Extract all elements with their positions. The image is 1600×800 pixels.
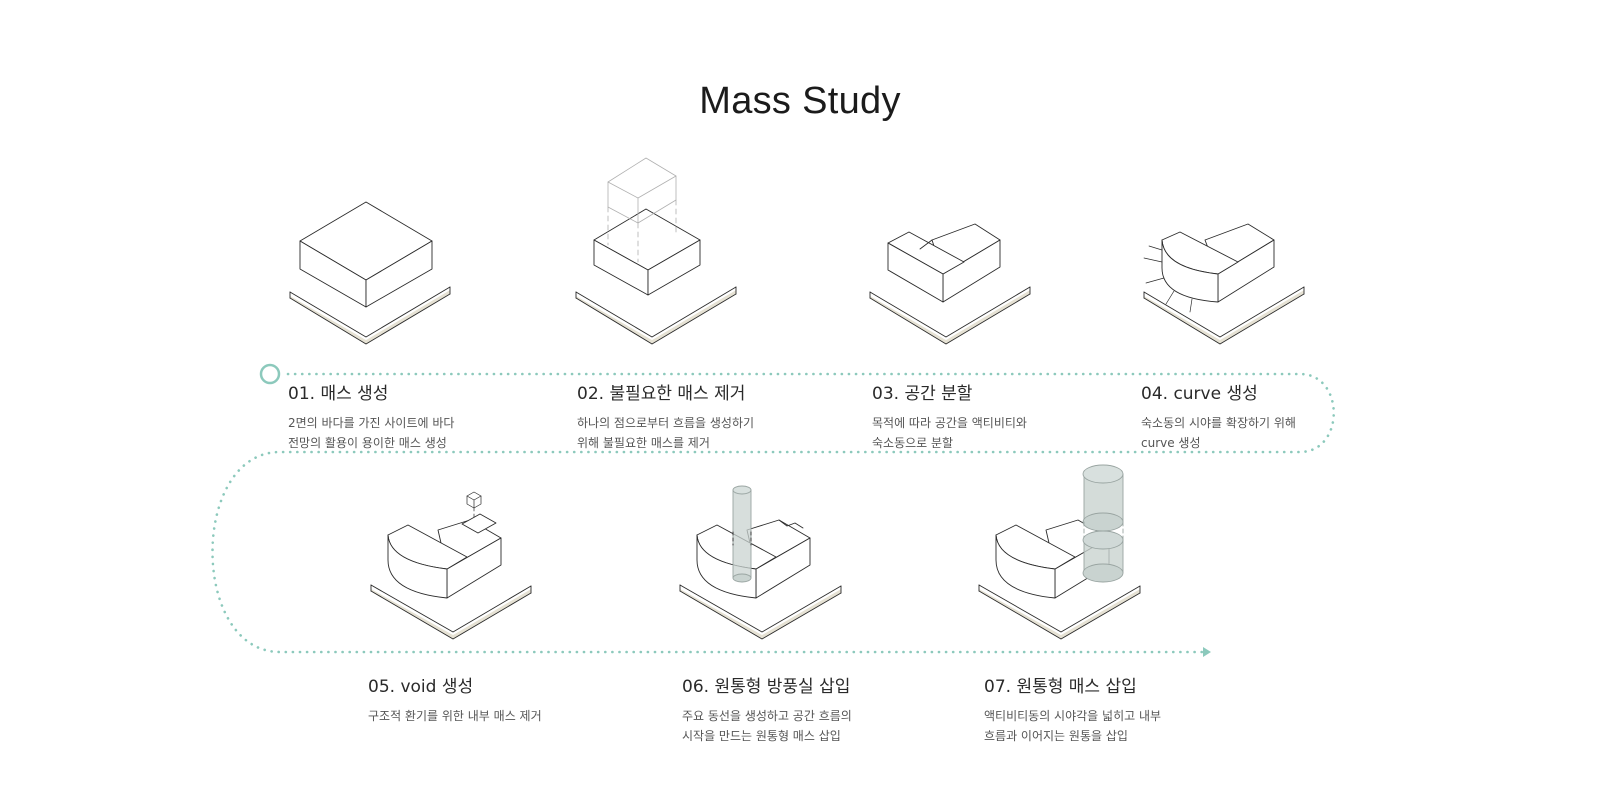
step-title: 01. 매스 생성 xyxy=(288,384,389,404)
extracted-void-cube xyxy=(466,491,482,518)
step-description: 하나의 점으로부터 흐름을 생성하기 위해 불필요한 매스를 제거 xyxy=(577,413,867,453)
step-title: 06. 원통형 방풍실 삽입 xyxy=(682,677,851,697)
ground-plate xyxy=(1143,286,1305,345)
view-rays xyxy=(1143,245,1193,313)
removed-mass-ghost xyxy=(607,157,677,263)
step-description: 액티비티동의 시야각을 넓히고 내부 흐름과 이어지는 원통을 삽입 xyxy=(984,706,1274,746)
step-03: 03. 공간 분할 목적에 따라 공간을 액티비티와 숙소동으로 분할 xyxy=(872,379,1162,453)
flow-arrow-head xyxy=(1203,647,1211,657)
mass-05-drawing xyxy=(370,491,532,640)
mass-07-drawing xyxy=(978,464,1141,640)
desc-line: curve 생성 xyxy=(1141,436,1201,450)
ground-plate xyxy=(289,286,451,345)
step-description: 목적에 따라 공간을 액티비티와 숙소동으로 분할 xyxy=(872,413,1162,453)
desc-line: 전망의 활용이 용이한 매스 생성 xyxy=(288,436,447,450)
mass-06-drawing xyxy=(679,485,842,640)
step-04: 04. curve 생성 숙소동의 시야를 확장하기 위해 curve 생성 xyxy=(1141,379,1431,453)
cylinder-vestibule xyxy=(732,485,752,583)
step-01: 01. 매스 생성 2면의 바다를 가진 사이트에 바다 전망의 활용이 용이한… xyxy=(288,379,578,453)
ground-plate xyxy=(679,584,842,640)
step-description: 숙소동의 시야를 확장하기 위해 curve 생성 xyxy=(1141,413,1431,453)
mass-03-drawing xyxy=(869,223,1031,345)
cylinder-mass xyxy=(1082,464,1124,583)
step-description: 구조적 환기를 위한 내부 매스 제거 xyxy=(368,706,658,726)
step-description: 주요 동선을 생성하고 공간 흐름의 시작을 만드는 원통형 매스 삽입 xyxy=(682,706,972,746)
desc-line: 흐름과 이어지는 원통을 삽입 xyxy=(984,729,1128,743)
step-description: 2면의 바다를 가진 사이트에 바다 전망의 활용이 용이한 매스 생성 xyxy=(288,413,578,453)
step-06: 06. 원통형 방풍실 삽입 주요 동선을 생성하고 공간 흐름의 시작을 만드… xyxy=(682,672,972,746)
step-05: 05. void 생성 구조적 환기를 위한 내부 매스 제거 xyxy=(368,672,658,726)
flow-path xyxy=(211,363,1335,657)
step-title: 03. 공간 분할 xyxy=(872,384,973,404)
mass-02-drawing xyxy=(575,157,737,345)
ground-plate xyxy=(869,286,1031,345)
desc-line: 주요 동선을 생성하고 공간 흐름의 xyxy=(682,709,852,723)
ground-plate xyxy=(978,584,1141,640)
mass-04-drawing xyxy=(1143,223,1305,345)
step-07: 07. 원통형 매스 삽입 액티비티동의 시야각을 넓히고 내부 흐름과 이어지… xyxy=(984,672,1274,746)
desc-line: 숙소동으로 분할 xyxy=(872,436,954,450)
desc-line: 액티비티동의 시야각을 넓히고 내부 xyxy=(984,709,1162,723)
desc-line: 숙소동의 시야를 확장하기 위해 xyxy=(1141,416,1296,430)
page-title: Mass Study xyxy=(699,80,901,122)
flow-start-marker xyxy=(259,363,281,385)
desc-line: 2면의 바다를 가진 사이트에 바다 xyxy=(288,416,455,430)
desc-line: 하나의 점으로부터 흐름을 생성하기 xyxy=(577,416,755,430)
step-title: 02. 불필요한 매스 제거 xyxy=(577,384,746,404)
step-02: 02. 불필요한 매스 제거 하나의 점으로부터 흐름을 생성하기 위해 불필요… xyxy=(577,379,867,453)
desc-line: 구조적 환기를 위한 내부 매스 제거 xyxy=(368,709,542,723)
mass-01-drawing xyxy=(289,201,451,345)
step-title: 04. curve 생성 xyxy=(1141,384,1258,404)
ground-plate xyxy=(370,584,532,640)
desc-line: 시작을 만드는 원통형 매스 삽입 xyxy=(682,729,841,743)
desc-line: 위해 불필요한 매스를 제거 xyxy=(577,436,710,450)
step-title: 07. 원통형 매스 삽입 xyxy=(984,677,1137,697)
desc-line: 목적에 따라 공간을 액티비티와 xyxy=(872,416,1027,430)
ground-plate xyxy=(575,286,737,345)
step-title: 05. void 생성 xyxy=(368,677,474,697)
